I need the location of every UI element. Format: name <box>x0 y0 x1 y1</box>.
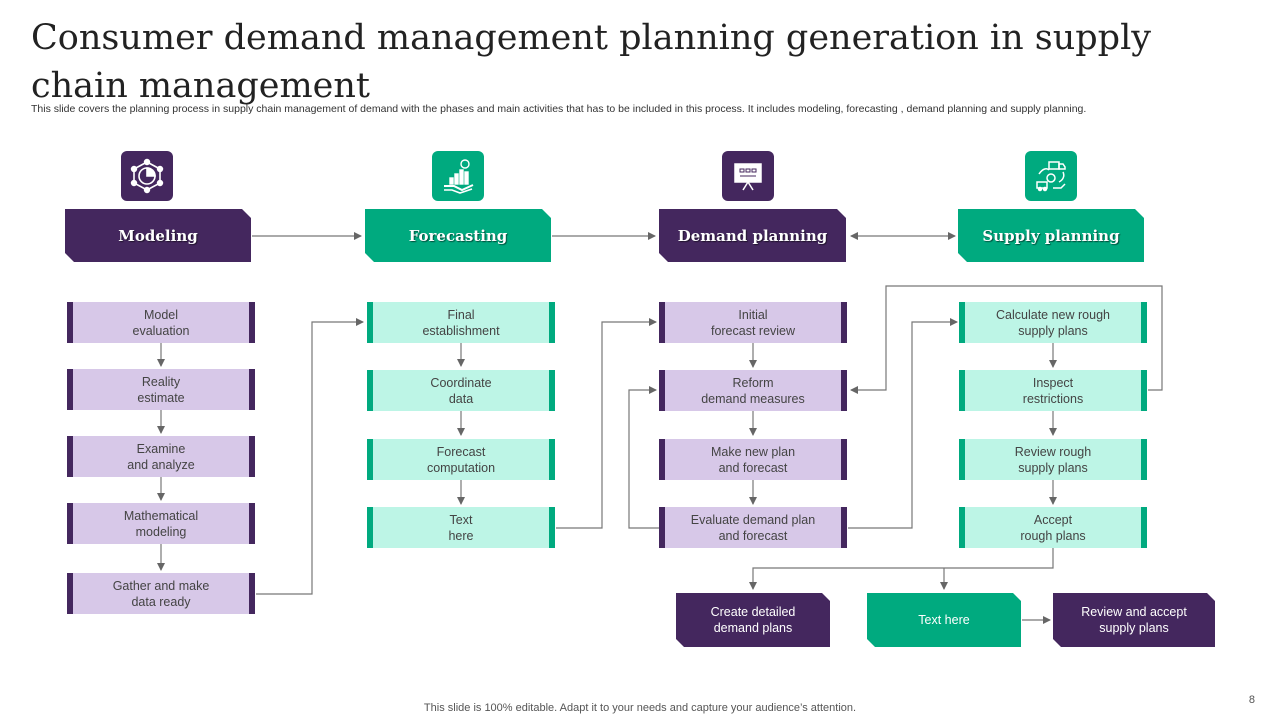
step-make-new-plan: Make new plan and forecast <box>659 439 847 480</box>
phase-header-modeling: Modeling <box>65 209 251 262</box>
slide-title: Consumer demand management planning gene… <box>31 18 1152 106</box>
step-model-evaluation: Model evaluation <box>67 302 255 343</box>
output-create-demand-plans: Create detailed demand plans <box>676 593 830 647</box>
output-review-accept-supply: Review and accept supply plans <box>1053 593 1215 647</box>
phase-header-supply-planning: Supply planning <box>958 209 1144 262</box>
step-coordinate-data: Coordinate data <box>367 370 555 411</box>
step-mathematical-modeling: Mathematical modeling <box>67 503 255 544</box>
output-text-here: Text here <box>867 593 1021 647</box>
step-text-here: Text here <box>367 507 555 548</box>
slide-subtitle: This slide covers the planning process i… <box>31 103 1087 115</box>
step-initial-forecast-review: Initial forecast review <box>659 302 847 343</box>
page-number: 8 <box>1248 694 1255 706</box>
footer-note: This slide is 100% editable. Adapt it to… <box>423 702 857 714</box>
step-forecast-computation: Forecast computation <box>367 439 555 480</box>
delivery-truck-icon <box>1025 151 1077 201</box>
step-accept-rough-plans: Accept rough plans <box>959 507 1147 548</box>
growth-chart-hand-icon <box>432 151 484 201</box>
step-examine-analyze: Examine and analyze <box>67 436 255 477</box>
step-review-rough-supply: Review rough supply plans <box>959 439 1147 480</box>
step-evaluate-demand-plan: Evaluate demand plan and forecast <box>659 507 847 548</box>
network-icon <box>121 151 173 201</box>
step-inspect-restrictions: Inspect restrictions <box>959 370 1147 411</box>
step-calculate-rough-supply: Calculate new rough supply plans <box>959 302 1147 343</box>
phase-header-demand-planning: Demand planning <box>659 209 846 262</box>
step-gather-data: Gather and make data ready <box>67 573 255 614</box>
step-reform-demand-measures: Reform demand measures <box>659 370 847 411</box>
step-final-establishment: Final establishment <box>367 302 555 343</box>
phase-header-forecasting: Forecasting <box>365 209 551 262</box>
presentation-board-icon <box>722 151 774 201</box>
step-reality-estimate: Reality estimate <box>67 369 255 410</box>
